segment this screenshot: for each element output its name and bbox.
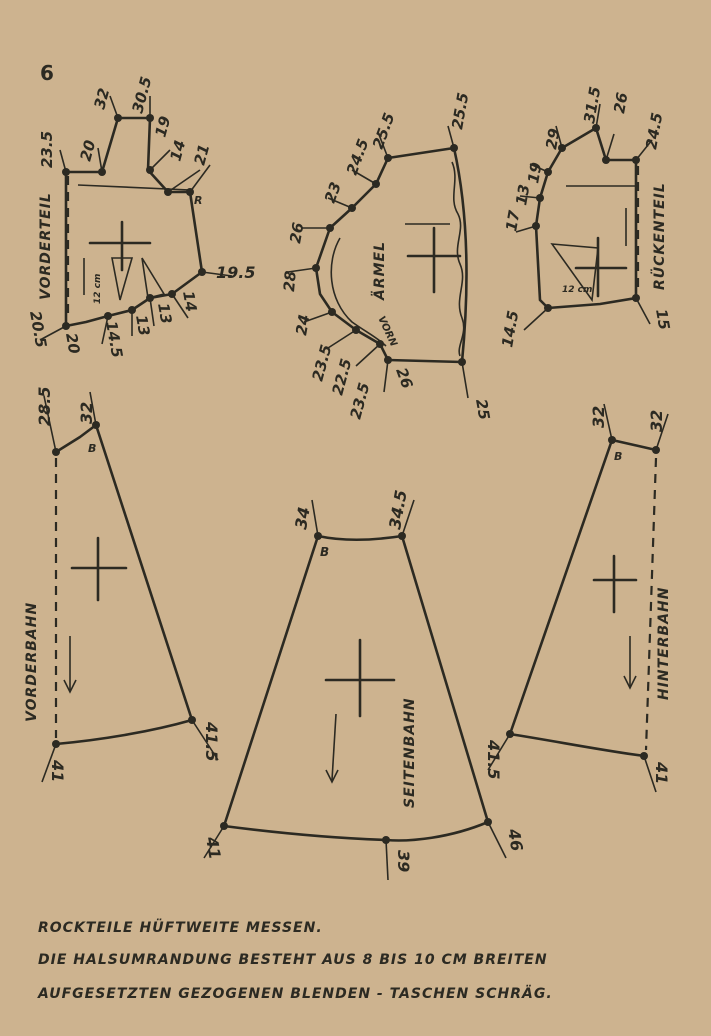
bodice-back-outline bbox=[534, 126, 638, 310]
measure-label: 24 bbox=[292, 313, 313, 337]
measure-label: 46 bbox=[504, 826, 527, 852]
bodice-back-dart bbox=[550, 243, 599, 303]
skirt-back-outline bbox=[508, 438, 646, 758]
caption-line-3: AUFGESETZTEN GEZOGENEN BLENDEN - TASCHEN… bbox=[37, 985, 553, 1002]
measure-label: 34 bbox=[291, 505, 314, 530]
measure-label: 24.5 bbox=[343, 136, 373, 177]
measure-label: 26 bbox=[392, 365, 416, 391]
measure-label: 34.5 bbox=[385, 489, 411, 531]
measure-label: 14 bbox=[166, 138, 189, 163]
measure-label: 23 bbox=[321, 180, 345, 206]
skirt-side-title: SEITENBAHN bbox=[402, 697, 418, 808]
dart-label: 12 cm bbox=[93, 274, 103, 304]
caption-block: ROCKTEILE HÜFTWEITE MESSEN. DIE HALSUMRA… bbox=[37, 918, 553, 1002]
sleeve-inner-curve bbox=[330, 237, 387, 347]
dart-label: 12 cm bbox=[562, 285, 592, 295]
skirt-side-piece: SEITENBAHN 34 34.5 41 39 46 B bbox=[202, 489, 527, 881]
measure-label: 41 bbox=[202, 834, 225, 860]
measure-label: 25.5 bbox=[369, 110, 399, 151]
measure-label: 41 bbox=[652, 761, 671, 784]
measure-label: 41.5 bbox=[484, 739, 503, 779]
measure-label: 13 bbox=[154, 302, 175, 326]
page-number: 6 bbox=[40, 61, 54, 85]
measure-label: 14 bbox=[179, 290, 200, 314]
measure-label: 29 bbox=[542, 127, 563, 151]
measure-label: 21 bbox=[190, 142, 213, 167]
measure-label: 26 bbox=[286, 221, 307, 245]
measure-label: 19 bbox=[151, 114, 174, 139]
measure-label: 15 bbox=[652, 308, 673, 332]
skirt-back-piece: HINTERBAHN 32 32 41.5 41 B bbox=[484, 403, 672, 793]
measure-label: 23.5 bbox=[346, 381, 373, 421]
point-mark: B bbox=[320, 545, 329, 559]
measure-label: 14.5 bbox=[102, 320, 126, 360]
measure-label: 31.5 bbox=[580, 85, 604, 125]
skirt-side-outline bbox=[222, 534, 490, 842]
measure-label: 20.5 bbox=[26, 310, 50, 350]
skirt-front-title: VORDERBAHN bbox=[24, 602, 40, 722]
measure-label: 22.5 bbox=[328, 357, 355, 397]
measure-label: 23.5 bbox=[308, 343, 335, 383]
skirt-front-piece: VORDERBAHN 28.5 32 41.5 41 B bbox=[24, 387, 221, 783]
skirt-back-title: HINTERBAHN bbox=[656, 587, 672, 700]
measure-label: 39 bbox=[394, 850, 413, 872]
bodice-front-dart bbox=[141, 257, 166, 299]
measure-label: 14.5 bbox=[498, 309, 522, 349]
skirt-back-fold-line bbox=[644, 457, 658, 751]
bodice-front-piece: VORDERTEIL 23.5 20 32 30.5 19 14 21 19.5… bbox=[26, 75, 255, 360]
caption-line-2: DIE HALSUMRANDUNG BESTEHT AUS 8 BIS 10 C… bbox=[38, 952, 548, 968]
bodice-back-piece: RÜCKENTEIL 29 31.5 26 24.5 19 13 17 14.5… bbox=[498, 85, 673, 349]
bodice-back-title: RÜCKENTEIL bbox=[650, 182, 668, 290]
point-mark: B bbox=[614, 450, 622, 463]
measure-label: 32 bbox=[589, 406, 608, 428]
measure-label: 19.5 bbox=[216, 263, 255, 282]
skirt-front-waist bbox=[54, 423, 98, 454]
skirt-front-outline bbox=[54, 423, 194, 746]
measure-label: 30.5 bbox=[128, 75, 155, 115]
sleeve-title: ÄRMEL bbox=[371, 241, 388, 301]
measure-label: 32 bbox=[77, 402, 96, 424]
sleeve-piece: ÄRMEL VORN 25.5 25.5 24.5 23 26 28 24 23… bbox=[280, 91, 493, 421]
skirt-back-waist bbox=[610, 438, 658, 452]
measure-label: 19 bbox=[524, 161, 545, 185]
measure-label: 32 bbox=[647, 410, 666, 432]
measure-label: 25 bbox=[472, 398, 493, 422]
measure-label: 24.5 bbox=[642, 111, 666, 151]
measure-label: 13 bbox=[512, 183, 533, 207]
measure-label: 28 bbox=[280, 270, 300, 292]
measure-label: 17 bbox=[502, 208, 523, 232]
measure-label: 28.5 bbox=[35, 387, 54, 426]
measure-label: 32 bbox=[90, 86, 113, 111]
point-mark: R bbox=[194, 194, 202, 207]
measure-label: 26 bbox=[610, 91, 631, 115]
measure-label: 25.5 bbox=[448, 91, 472, 131]
sleeve-gather-line bbox=[451, 161, 465, 357]
measure-label: 13 bbox=[132, 314, 153, 338]
point-mark: B bbox=[88, 442, 96, 455]
measure-label: 20 bbox=[62, 332, 83, 356]
measure-label: 41 bbox=[48, 759, 67, 782]
grain-arrow bbox=[331, 713, 337, 781]
measure-label: 41.5 bbox=[202, 721, 221, 761]
caption-line-1: ROCKTEILE HÜFTWEITE MESSEN. bbox=[38, 918, 323, 936]
bodice-front-title: VORDERTEIL bbox=[38, 192, 54, 300]
measure-label: 23.5 bbox=[38, 131, 56, 168]
sleeve-outline bbox=[314, 146, 468, 364]
measure-label: 20 bbox=[76, 138, 99, 163]
